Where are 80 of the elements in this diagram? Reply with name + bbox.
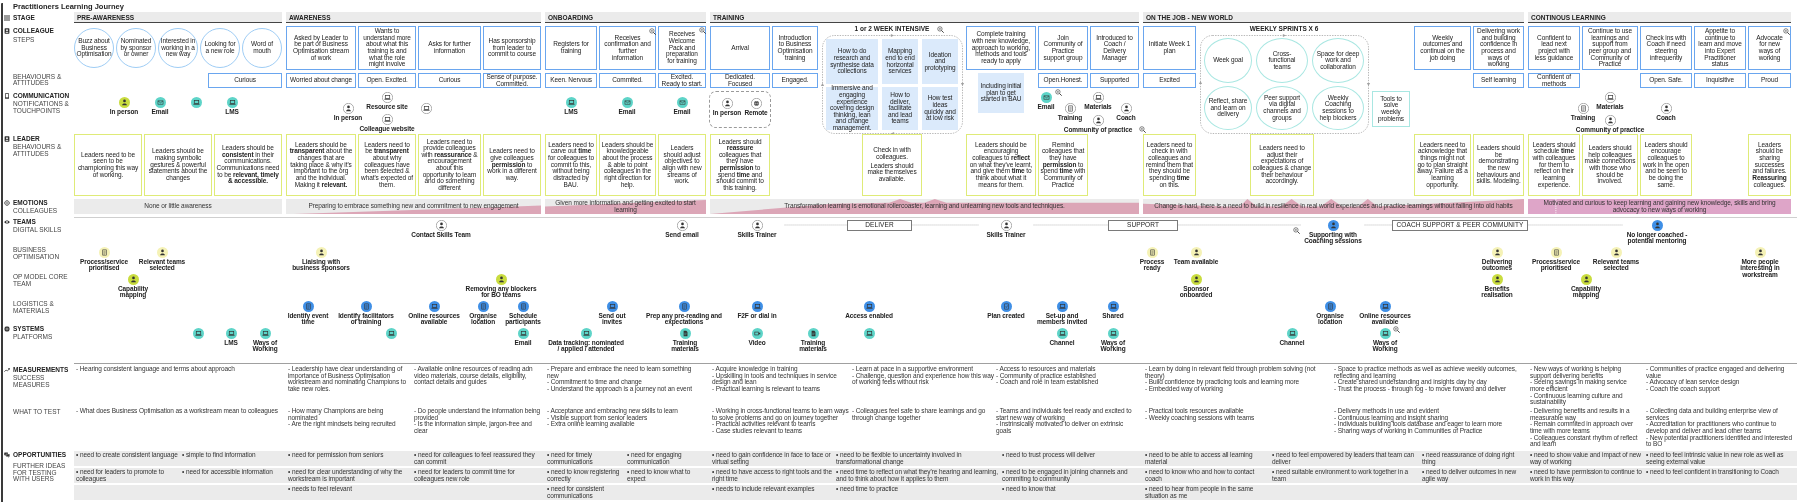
step-box [1640,26,1692,70]
emotion-band [286,199,541,214]
leader-box [358,134,416,196]
emotion-band [1143,199,1524,214]
phase-box [1108,219,1178,231]
behaviour-box [418,73,481,88]
step-box [545,26,597,70]
topic-card [826,39,878,84]
leader-box [214,134,282,196]
behaviour-box [599,73,656,88]
phase-box [847,219,912,231]
leader-box [545,134,597,196]
leader-box [966,134,1036,196]
leader-box [1640,134,1692,196]
behaviour-box [710,73,770,88]
stage-header [74,12,282,23]
stage-header [1143,12,1524,23]
leader-box [862,134,922,196]
behaviour-box [1640,73,1692,88]
step-box [658,26,706,70]
dashed-group [709,91,771,128]
leader-box [286,134,356,196]
sprint-circle [1204,86,1252,130]
stage-header [1528,12,1791,23]
step-circle [242,28,282,68]
step-box [710,26,770,70]
leader-box [483,134,541,196]
step-box [286,26,356,70]
behaviour-box [545,73,597,88]
behaviour-box [358,73,416,88]
step-box [418,26,481,70]
leader-box [1473,134,1524,196]
sprint-circle [1256,86,1308,130]
step-box [1038,26,1088,70]
behaviour-box [772,73,818,88]
leader-box [144,134,212,196]
behaviour-box [1143,73,1196,88]
step-box [1090,26,1139,70]
step-circle [116,28,156,68]
leader-box [658,134,706,196]
topic-card [978,73,1024,113]
step-circle [158,28,198,68]
behaviour-box [1528,73,1580,88]
leader-box [1250,134,1314,196]
step-circle [200,28,240,68]
sprint-circle [1312,86,1364,130]
step-box [1143,26,1196,70]
leader-box [1528,134,1580,196]
step-box [483,26,541,70]
topic-card [882,39,918,84]
emotion-band [710,199,1139,214]
step-box [1414,26,1471,70]
behaviour-box [1038,73,1088,88]
behaviour-box [1748,73,1791,88]
step-circle [74,28,114,68]
topic-card [922,87,958,130]
step-box [1528,26,1580,70]
sprint-circle [1256,38,1308,83]
leader-box [1038,134,1088,196]
sprint-circle [1204,38,1252,83]
stage-header [710,12,1139,23]
sprint-circle [1312,38,1364,83]
step-box [772,26,818,70]
leader-box [1582,134,1638,196]
step-box [1748,26,1791,70]
leader-box [599,134,656,196]
topic-card [922,39,958,84]
behaviour-box [1473,73,1524,88]
phase-box [1392,219,1528,231]
behaviour-box [1694,73,1746,88]
behaviour-box [1090,73,1139,88]
behaviour-box [208,73,282,88]
leader-box [1414,134,1471,196]
leader-box [1748,134,1791,196]
stage-header [286,12,541,23]
leader-box [1143,134,1196,196]
step-box [599,26,656,70]
behaviour-box [286,73,356,88]
leader-box [74,134,142,196]
stage-header [545,12,706,23]
